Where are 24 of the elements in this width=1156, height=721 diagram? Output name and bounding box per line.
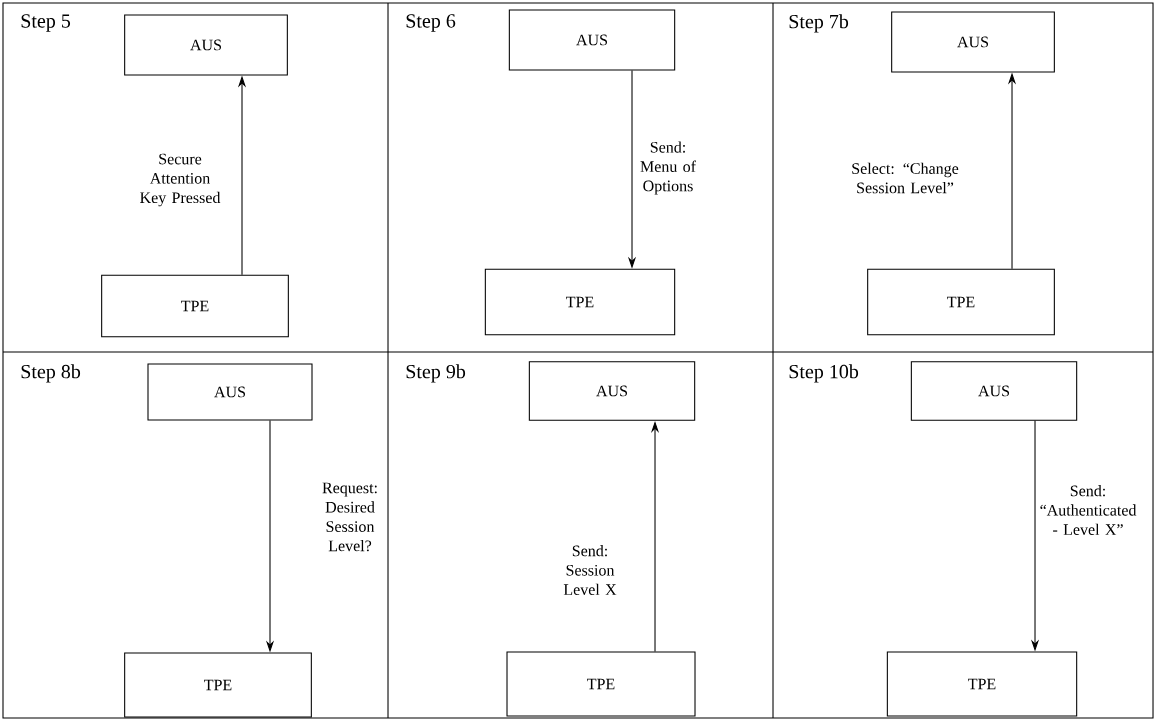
process-box: AUS <box>147 363 313 421</box>
process-box: TPE <box>867 268 1055 336</box>
step-label: Step 7b <box>789 14 849 33</box>
step-label: Step 5 <box>21 14 71 32</box>
edge-label: Send: Session Level X <box>563 545 617 595</box>
edge-label: Secure Attention Key Pressed <box>140 153 221 207</box>
process-box: AUS <box>891 11 1055 73</box>
process-box: AUS <box>124 14 288 76</box>
process-box: TPE <box>506 651 696 717</box>
process-box: TPE <box>101 274 289 338</box>
process-box: AUS <box>910 361 1078 421</box>
process-box: TPE <box>484 268 676 336</box>
process-box: TPE <box>886 651 1078 717</box>
step-label: Step 10b <box>789 364 859 383</box>
edge-label: Send: Menu of Options <box>640 141 696 195</box>
process-box: AUS <box>508 9 676 71</box>
edge-label: Send: “Authenticated - Level X” <box>1040 485 1137 535</box>
process-box: AUS <box>528 361 696 421</box>
edge-label: Request: Desired Session Level? <box>322 482 377 552</box>
edge-label: Select: “Change Session Level” <box>852 162 959 194</box>
step-label: Step 8b <box>21 364 81 383</box>
step-label: Step 6 <box>406 14 456 32</box>
process-box: TPE <box>124 652 312 718</box>
step-label: Step 9b <box>406 364 466 383</box>
